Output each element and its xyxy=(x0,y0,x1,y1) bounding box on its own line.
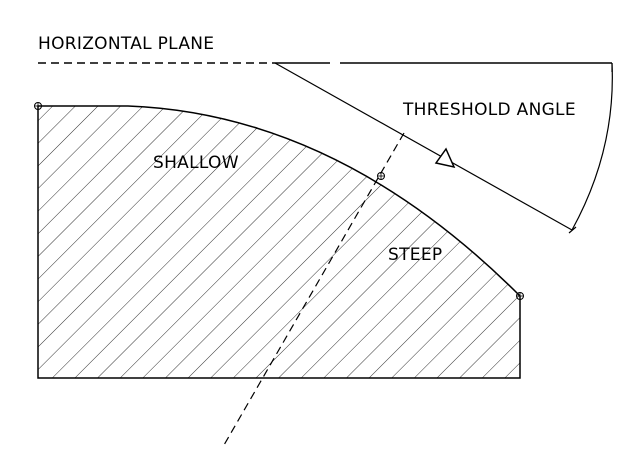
shallow-label: SHALLOW xyxy=(153,153,239,173)
hatched-surface-region xyxy=(37,105,521,379)
normal-dashed-line xyxy=(223,132,405,446)
steep-label: STEEP xyxy=(388,245,442,265)
threshold-angle-label: THRESHOLD ANGLE xyxy=(402,100,576,120)
angle-arc xyxy=(571,62,613,231)
curve-marker-start xyxy=(34,102,42,110)
horizontal-plane-label: HORIZONTAL PLANE xyxy=(38,34,214,54)
curve-marker-end xyxy=(516,292,524,300)
angle-arc-ticks xyxy=(568,63,613,234)
triangle-marker-icon xyxy=(434,147,456,169)
threshold-angle-line xyxy=(274,62,573,231)
